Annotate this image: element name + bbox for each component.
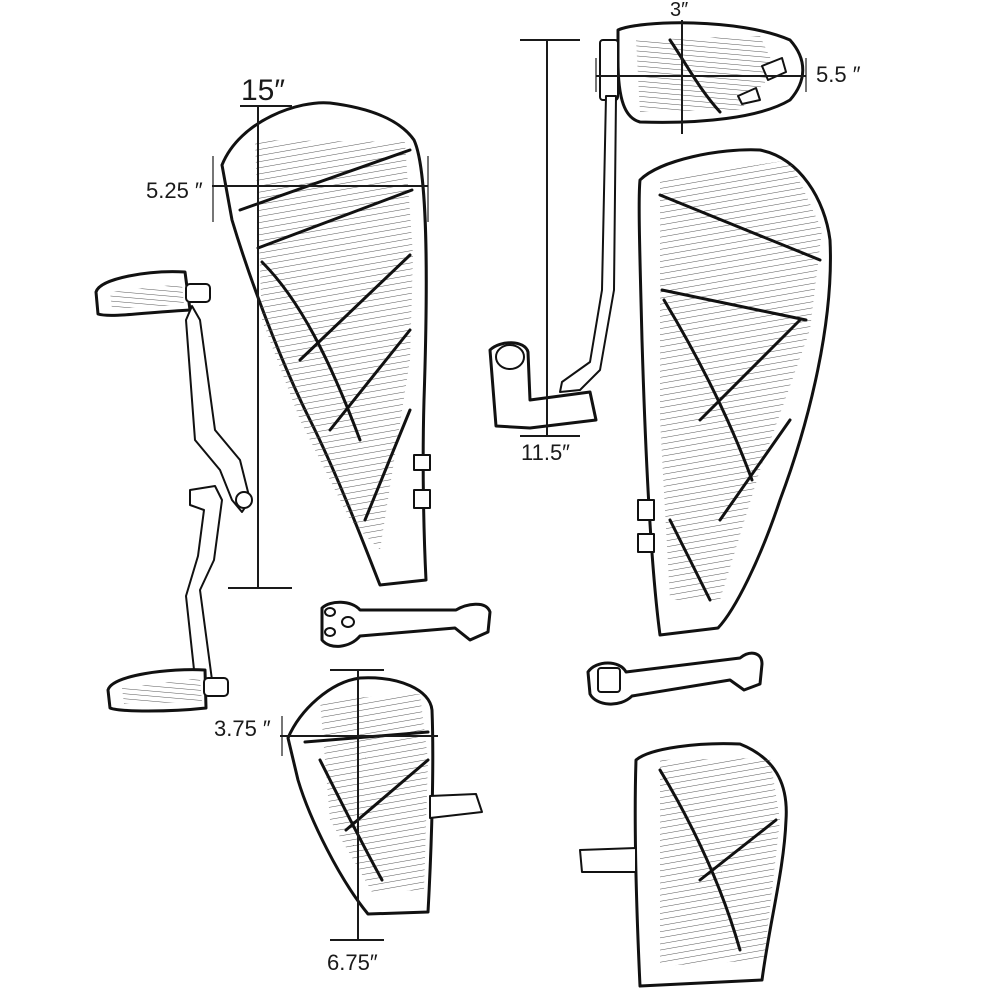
right-mounting-bracket xyxy=(586,651,764,706)
left-mounting-bracket xyxy=(320,600,492,648)
small-board-length-label: 6.75″ xyxy=(327,950,378,975)
left-shifter-linkage xyxy=(94,270,253,713)
peg-width-label: 3″ xyxy=(670,0,689,21)
small-board-depth-label: 3.75 ″ xyxy=(214,716,271,741)
right-small-floorboard xyxy=(579,742,788,988)
left-large-floorboard xyxy=(220,101,431,587)
large-board-width-label: 15″ xyxy=(241,74,285,107)
right-peg-mount-rod xyxy=(488,95,617,430)
peg-depth-label: 5.5 ″ xyxy=(816,62,861,87)
peg-mount-height-label: 11.5″ xyxy=(521,440,570,465)
right-peg-dimension-lines xyxy=(520,20,807,437)
left-board-dimension-lines xyxy=(212,105,429,589)
left-small-floorboard xyxy=(286,676,483,916)
top-right-foot-peg xyxy=(599,21,805,124)
large-board-depth-label: 5.25 ″ xyxy=(146,178,203,203)
small-board-dimension-lines xyxy=(280,669,438,941)
right-large-floorboard xyxy=(637,148,832,637)
